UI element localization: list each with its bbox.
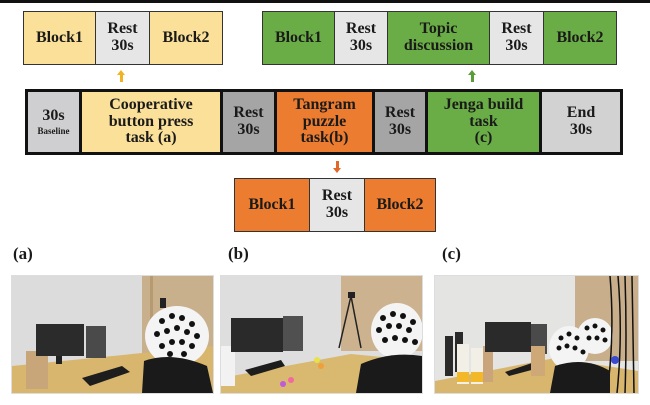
cell-text-line: (c) xyxy=(474,129,493,147)
cell-subtext: Baseline xyxy=(37,125,70,136)
cell-text-line: Block2 xyxy=(556,28,604,46)
cell-text: Block2 xyxy=(556,28,604,47)
cell-text-line: Tangram xyxy=(293,95,356,113)
cell-text-line: 30s xyxy=(237,121,260,138)
block-cell: Block2 xyxy=(544,12,616,64)
cell-text-line: End xyxy=(566,104,596,122)
cell-text-line: Block1 xyxy=(248,195,296,213)
cell-text-line: Rest xyxy=(107,20,138,38)
cell-text-line: Rest xyxy=(321,187,353,205)
cell-text-line: task (a) xyxy=(125,129,177,147)
cell-text-line: Block2 xyxy=(376,195,424,213)
arrow-up-yellow-icon xyxy=(116,70,126,82)
cell-text-line: Block1 xyxy=(35,28,84,46)
cell-text-line: Jenga build xyxy=(443,95,524,113)
cell-text-line: Rest xyxy=(384,104,416,122)
cell-text-line: task xyxy=(469,112,498,130)
cell-text-line: Cooperative xyxy=(109,95,193,113)
block-cell: Block1 xyxy=(24,12,96,64)
cell-text-line: puzzle xyxy=(302,112,347,130)
photo-label-a: (a) xyxy=(13,244,33,263)
block-cell: Block2 xyxy=(150,12,222,64)
cell-text-line: Rest xyxy=(345,20,377,38)
photo-label-b: (b) xyxy=(228,244,249,263)
arrow-up-green-icon xyxy=(467,70,477,82)
cell-text-line: Block1 xyxy=(274,28,323,46)
cell-text-line: Block2 xyxy=(162,28,210,46)
cell-text-line: Topic xyxy=(419,20,458,38)
cell-text-line: Rest xyxy=(501,20,532,38)
photo-c-jenga xyxy=(434,275,639,394)
photo-a-button-press xyxy=(11,275,214,394)
cell-text: Block2 xyxy=(162,28,210,47)
cell-text: Block2 xyxy=(376,195,424,214)
cell-text-line: 30s xyxy=(111,37,134,54)
cell-text: Block1 xyxy=(248,195,296,214)
cell-text-line: 30s xyxy=(349,37,373,54)
photo-b-tangram xyxy=(220,275,423,394)
cell-text-line: discussion xyxy=(403,37,474,54)
cell-text-line: button press xyxy=(108,112,194,130)
cell-text: Block1 xyxy=(274,28,323,47)
block-cell: Block1 xyxy=(235,179,310,231)
cell-text-line: Rest xyxy=(233,104,264,122)
cell-text: Block1 xyxy=(35,28,84,47)
cell-text-line: task(b) xyxy=(300,129,349,147)
block-cell: Block2 xyxy=(365,179,435,231)
cell-text-line: 30s xyxy=(505,37,528,54)
arrow-down-orange-icon xyxy=(332,161,342,173)
photo-label-c: (c) xyxy=(442,244,461,263)
cell-text-line: 30s xyxy=(325,204,349,221)
cell-text-line: 30s xyxy=(42,106,65,124)
cell-text-line: 30s xyxy=(388,121,412,138)
cell-text-line: 30s xyxy=(569,121,593,138)
top-border-line xyxy=(0,0,650,3)
block-cell: Block1 xyxy=(263,12,335,64)
